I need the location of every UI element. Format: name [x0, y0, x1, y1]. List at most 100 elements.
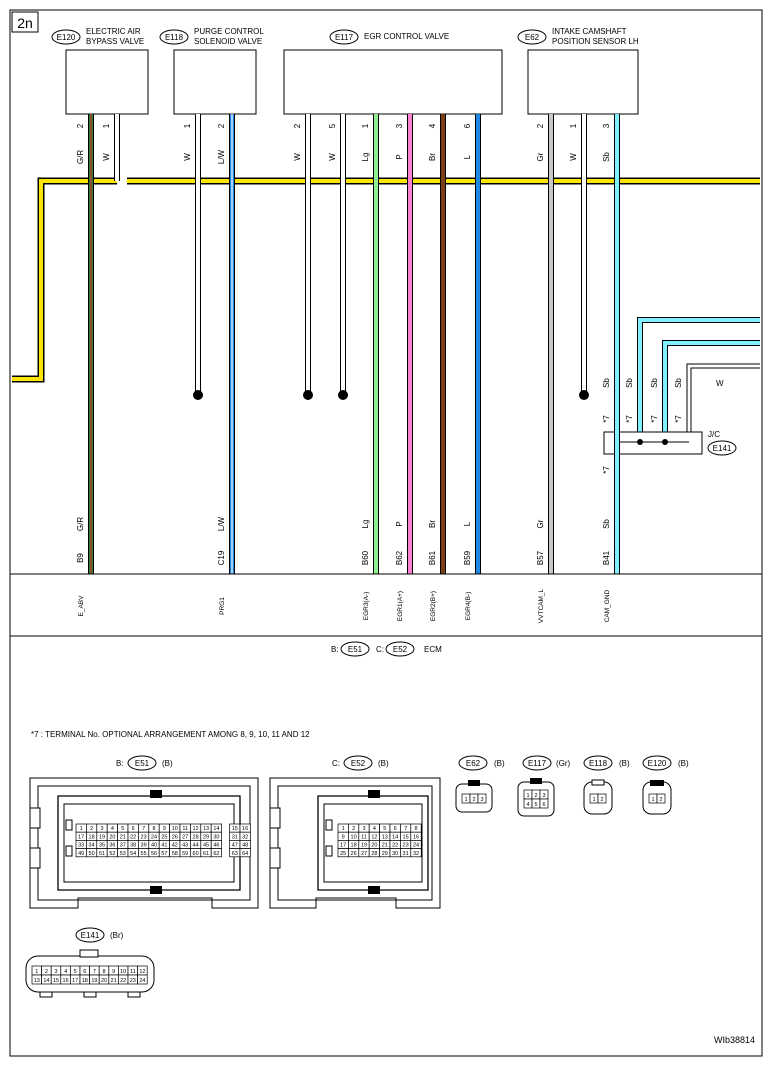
e117-pin: 6 — [542, 802, 545, 808]
wire-color-label-lower: Lg — [361, 520, 370, 529]
e51-pin: 8 — [152, 826, 155, 832]
e52-pin: 9 — [342, 834, 345, 840]
wire-color-label: W — [328, 153, 337, 161]
e52-pin: 18 — [351, 843, 357, 849]
e51-pin: 48 — [242, 843, 248, 849]
e52-pin: 29 — [382, 851, 388, 857]
e141-pin: 21 — [111, 978, 117, 984]
e62-cell — [477, 793, 487, 804]
e62-name-line1: INTAKE CAMSHAFT — [552, 27, 627, 36]
e62-box — [527, 49, 639, 115]
e52-pin: 23 — [403, 843, 409, 849]
e51-pin: 15 — [232, 826, 238, 832]
e51-pin: 47 — [232, 843, 238, 849]
e51-pin: 4 — [111, 826, 114, 832]
e62-view-id: E62 — [466, 759, 481, 768]
e51-pin: 51 — [99, 851, 105, 857]
e141-pin: 23 — [130, 978, 136, 984]
page-id-box — [11, 11, 39, 33]
e51-pin: 46 — [213, 843, 219, 849]
wire-color-label-lower: G/R — [76, 517, 85, 531]
ecm-conn-b: E51 — [348, 645, 363, 654]
wire-color-label: L/W — [217, 149, 226, 164]
sb-branch-1 — [638, 318, 760, 440]
wire-color-label: W — [102, 153, 111, 161]
ecm-name: ECM — [424, 645, 442, 654]
ecm-pin-label: C19 — [217, 550, 226, 565]
e51-pin: 52 — [109, 851, 115, 857]
ecm-pin-label: B59 — [463, 550, 472, 565]
e117-pin: 4 — [526, 802, 529, 808]
wire-color-label: Sb — [602, 152, 611, 162]
ecm-signal-label: PRG1 — [219, 597, 226, 615]
ecm-signal-label: EGR3(A-) — [363, 592, 370, 621]
e52-pin: 16 — [413, 834, 419, 840]
e141-pin: 24 — [139, 978, 145, 984]
wire-color-label: P — [395, 154, 404, 159]
e141-view-id: E141 — [81, 931, 100, 940]
e51-pin: 40 — [151, 843, 157, 849]
e52-pin: 4 — [373, 826, 376, 832]
ecm-b-ellipse — [340, 641, 370, 657]
e51-pin: 33 — [78, 843, 84, 849]
wire-color-label-lower: L — [463, 521, 472, 526]
e51-pin: 57 — [161, 851, 167, 857]
e51-id: E51 — [135, 759, 150, 768]
e51-pin: 21 — [120, 834, 126, 840]
e51-pin: 16 — [242, 826, 248, 832]
e51-pin: 34 — [89, 843, 95, 849]
e117-pin: 1 — [526, 793, 529, 799]
component-pin-label: 3 — [602, 123, 611, 128]
w-branch-outline — [686, 363, 760, 432]
e51-pin: 35 — [99, 843, 105, 849]
ecm-pin-label: B62 — [395, 550, 404, 565]
e118-name-line1: PURGE CONTROL — [194, 27, 264, 36]
wire-color-label: W — [293, 153, 302, 161]
wire-color-label-lower: Br — [428, 520, 437, 528]
jc-connector-id: E141 — [713, 444, 732, 453]
e51-pin: 24 — [151, 834, 157, 840]
e141-pin: 12 — [139, 969, 145, 975]
wire-color-label-lower: P — [395, 521, 404, 526]
component-pin-label: 1 — [361, 123, 370, 128]
component-pin-label: 2 — [217, 123, 226, 128]
e118-pin: 1 — [592, 797, 595, 803]
wire-11: 1W — [569, 114, 589, 400]
e52-pin: 22 — [392, 843, 398, 849]
e141-pin: 13 — [34, 978, 40, 984]
e51-pin: 17 — [78, 834, 84, 840]
e118-cell — [597, 793, 607, 804]
e51-pin: 2 — [90, 826, 93, 832]
e51-pin: 30 — [213, 834, 219, 840]
e51-pin: 10 — [172, 826, 178, 832]
e117-pin: 3 — [542, 793, 545, 799]
e51-pin: 37 — [120, 843, 126, 849]
wire-5: 5W — [328, 114, 348, 400]
e117-view-id: E117 — [528, 759, 547, 768]
e118-id-ellipse — [159, 29, 189, 45]
e52-pin: 26 — [351, 851, 357, 857]
e141-pin: 1 — [35, 969, 38, 975]
e52-pin: 10 — [351, 834, 357, 840]
e141-pin: 15 — [53, 978, 59, 984]
e51-cell — [210, 848, 222, 858]
e51-pin: 3 — [100, 826, 103, 832]
e51-pin: 26 — [172, 834, 178, 840]
component-pin-label: 1 — [102, 123, 111, 128]
e51-pin: 19 — [99, 834, 105, 840]
wire-color-label: Lg — [361, 153, 370, 162]
e52-pin: 1 — [342, 826, 345, 832]
e51-pin: 63 — [232, 851, 238, 857]
jc-node — [637, 439, 643, 445]
e118-name-line2: SOLENOID VALVE — [194, 37, 262, 46]
ecm-pin-label: B57 — [536, 550, 545, 565]
e118-view-ellipse — [583, 755, 613, 771]
